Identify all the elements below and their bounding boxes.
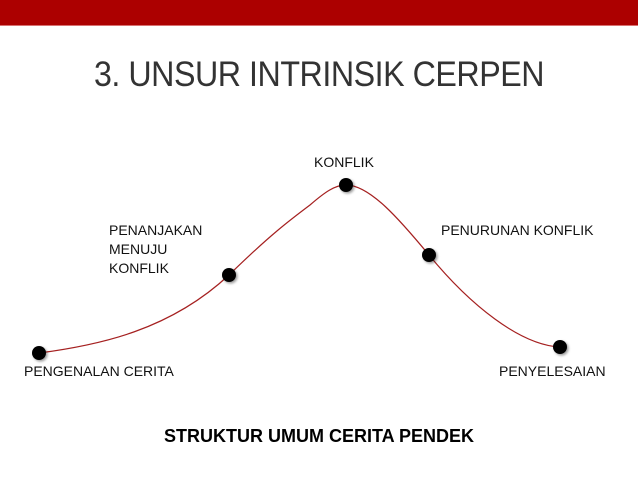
- label-line: KONFLIK: [109, 260, 169, 276]
- label-pengenalan: PENGENALAN CERITA: [24, 363, 174, 379]
- label-line: MENUJU: [109, 241, 168, 257]
- point-penanjakan: [222, 268, 236, 282]
- header-bar: [0, 0, 638, 26]
- slide-title: 3. UNSUR INTRINSIK CERPEN: [93, 55, 545, 94]
- point-konflik: [339, 178, 353, 192]
- label-penyelesaian: PENYELESAIAN: [499, 363, 606, 379]
- label-konflik: KONFLIK: [314, 154, 374, 170]
- diagram-caption: STRUKTUR UMUM CERITA PENDEK: [164, 426, 474, 446]
- point-pengenalan: [32, 346, 46, 360]
- point-penyelesaian: [553, 340, 567, 354]
- label-line: PENANJAKAN: [109, 222, 203, 238]
- label-penanjakan: PENANJAKAN MENUJU KONFLIK: [109, 221, 202, 278]
- point-penurunan: [422, 248, 436, 262]
- label-penurunan: PENURUNAN KONFLIK: [441, 222, 594, 238]
